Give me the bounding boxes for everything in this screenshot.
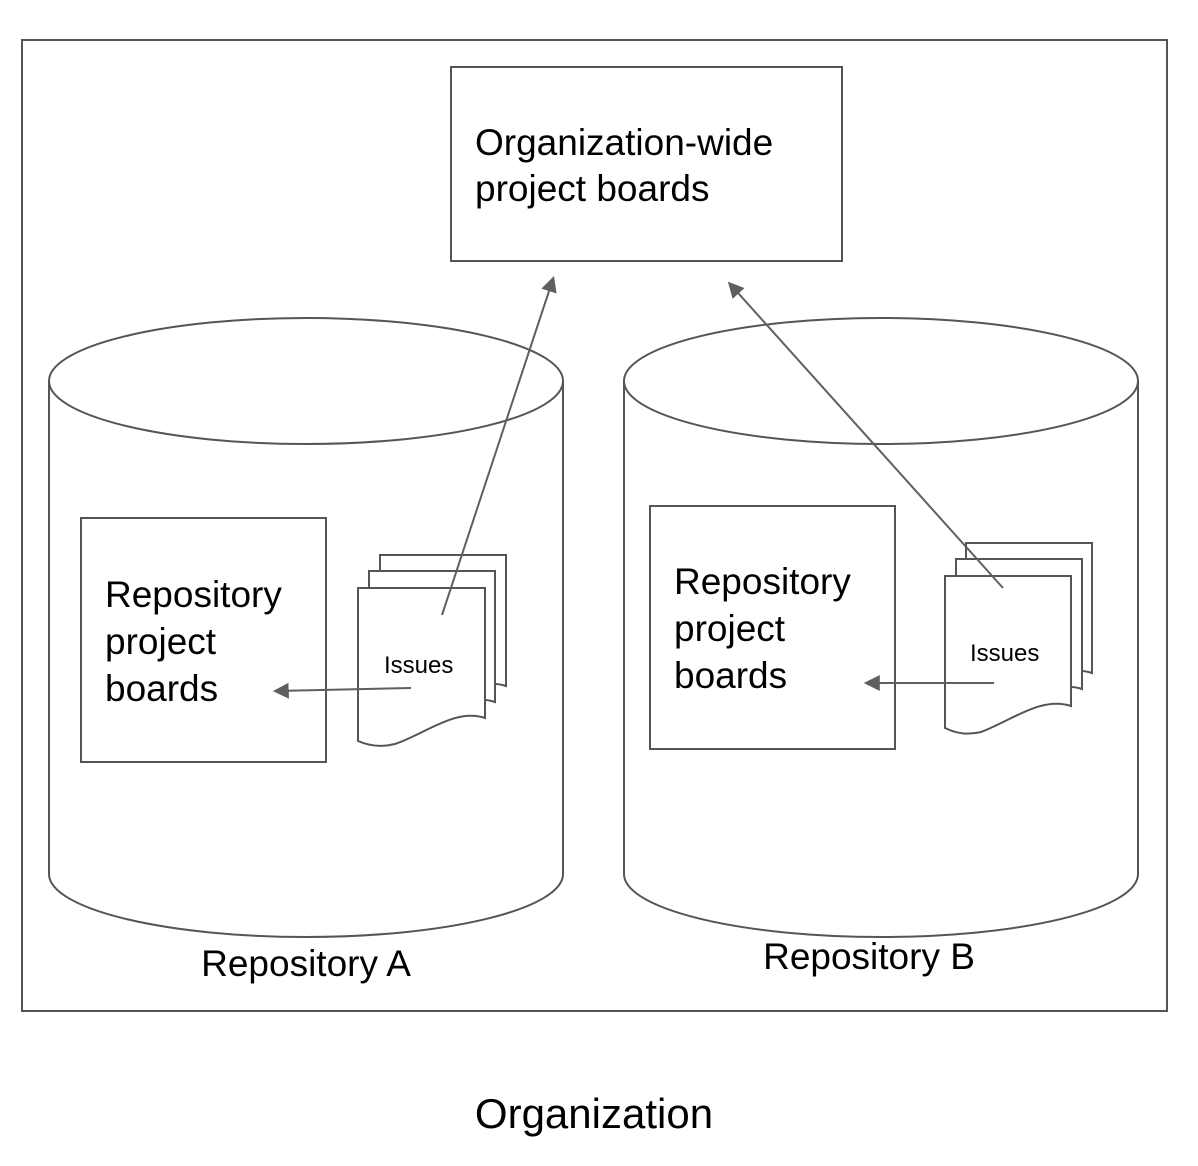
arrow-issues-a-to-repository-a-board	[272, 682, 412, 699]
org-board-label-line2: project boards	[475, 168, 709, 209]
repository-b-board-line2: project	[674, 608, 786, 649]
repository-a-board-line2: project	[105, 621, 217, 662]
arrow-issues-a-to-org-board	[441, 275, 557, 616]
repository-a-issues-label: Issues	[384, 652, 453, 679]
org-board-box	[450, 66, 843, 262]
repository-b-issues-stack: Issues	[944, 542, 1093, 735]
repository-a-board-line1: Repository	[105, 574, 282, 615]
repository-b-issues-label: Issues	[970, 640, 1039, 667]
repository-b-cylinder-top	[623, 317, 1139, 445]
repository-b-board-node: Repository project boards	[649, 505, 896, 750]
arrow-issues-b-to-org-board	[727, 281, 1004, 589]
repository-a-issues-doc-front	[357, 587, 486, 747]
repository-b-board-line3: boards	[674, 655, 787, 696]
repository-b-issues-doc-front	[944, 575, 1072, 735]
repository-a-caption: Repository A	[201, 943, 411, 984]
repository-a-board-box	[80, 517, 327, 763]
repository-b-board-box	[649, 505, 896, 750]
repository-a-board-node: Repository project boards	[80, 517, 327, 763]
repository-a-issues-stack: Issues	[357, 554, 507, 747]
repository-b-caption: Repository B	[763, 936, 975, 977]
org-board-label-line1: Organization-wide	[475, 122, 773, 163]
repository-a-board-line3: boards	[105, 668, 218, 709]
organization-caption: Organization	[475, 1090, 713, 1137]
org-board-node: Organization-wide project boards	[450, 66, 843, 262]
organization-frame	[21, 39, 1168, 1012]
repository-a-cylinder-top	[48, 317, 564, 445]
repository-b-board-line1: Repository	[674, 561, 851, 602]
